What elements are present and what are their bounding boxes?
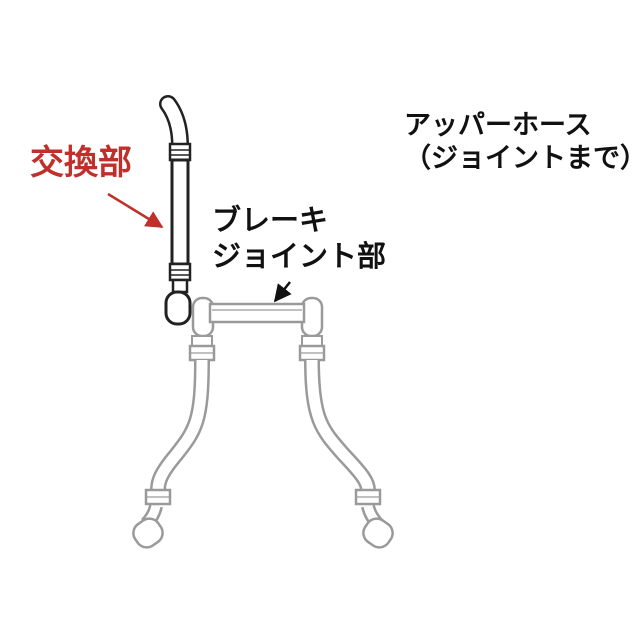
black-arrow-icon: [273, 281, 292, 303]
lower-right-banjo: [362, 517, 394, 549]
upper-hose-bottom-fitting: [168, 262, 192, 282]
upper-hose-bottom-banjo: [164, 290, 192, 326]
brake-joint-label-line2: ジョイント部: [212, 239, 387, 273]
brake-joint-label: ブレーキ ジョイント部: [212, 206, 386, 271]
upper-hose-label: アッパーホース （ジョイントまで）: [404, 112, 640, 172]
lower-left-banjo: [132, 517, 164, 549]
exchange-part-label: 交換部: [30, 143, 132, 183]
upper-hose-label-line2: （ジョイントまで）: [404, 143, 640, 174]
brake-joint-label-line1: ブレーキ: [212, 203, 329, 237]
upper-hose-top-fitting: [168, 142, 192, 162]
upper-hose-body: [170, 158, 190, 266]
red-arrow-icon: [107, 192, 164, 229]
lower-right-hose: [298, 335, 394, 549]
brake-joint: [191, 296, 324, 338]
lower-left-hose: [132, 335, 216, 549]
upper-hose-part: [159, 95, 192, 326]
brake-joint-bar: [208, 302, 306, 324]
upper-hose-label-line1: アッパーホース: [404, 110, 592, 141]
